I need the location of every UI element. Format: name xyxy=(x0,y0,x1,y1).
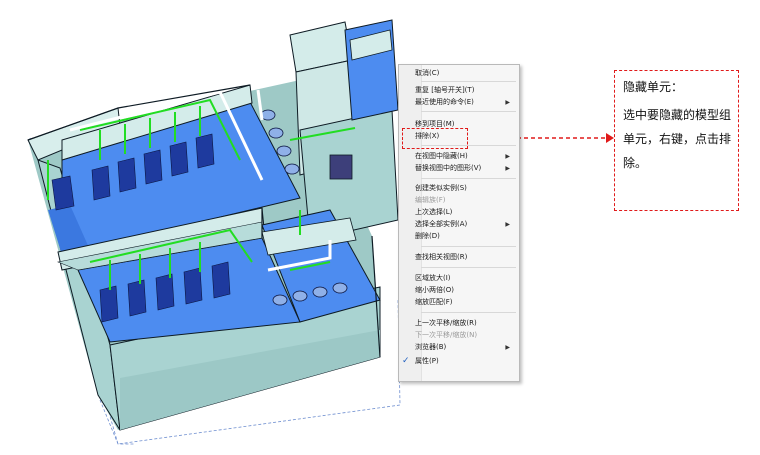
menu-item-select-all-instances[interactable]: 选择全部实例(A) ▶ xyxy=(415,219,515,230)
menu-item-label: 删除(D) xyxy=(415,232,440,240)
menu-item-label: 选择全部实例(A) xyxy=(415,220,468,228)
menu-item-label: 上次选择(L) xyxy=(415,208,453,216)
menu-item-last-selection[interactable]: 上次选择(L) xyxy=(415,207,515,218)
submenu-arrow-icon: ▶ xyxy=(505,165,510,172)
menu-item-exclude[interactable]: 排除(X) xyxy=(415,131,515,142)
menu-item-label: 缩放匹配(F) xyxy=(415,298,453,306)
menu-item-edit-family: 编辑族(F) xyxy=(415,195,515,206)
menu-item-label: 替换视图中的图形(V) xyxy=(415,164,482,172)
menu-separator xyxy=(421,267,516,268)
menu-item-delete[interactable]: 删除(D) xyxy=(415,231,515,242)
menu-item-zoom-to-fit[interactable]: 缩放匹配(F) xyxy=(415,297,515,308)
menu-item-previous-pan-zoom[interactable]: 上一次平移/缩放(R) xyxy=(415,318,515,329)
menu-item-browsers[interactable]: 浏览器(B) ▶ xyxy=(415,342,515,353)
context-menu-gutter xyxy=(399,65,422,381)
menu-item-label: 重复 [轴号开关](T) xyxy=(415,86,475,94)
submenu-arrow-icon: ▶ xyxy=(505,99,510,106)
menu-item-label: 浏览器(B) xyxy=(415,343,447,351)
menu-item-cancel[interactable]: 取消(C) xyxy=(415,68,515,79)
checkmark-icon: ✓ xyxy=(402,356,410,366)
menu-item-zoom-region[interactable]: 区域放大(I) xyxy=(415,273,515,284)
menu-item-zoom-out-2x[interactable]: 缩小两倍(O) xyxy=(415,285,515,296)
menu-item-label: 最近使用的命令(E) xyxy=(415,98,474,106)
menu-item-repeat[interactable]: 重复 [轴号开关](T) xyxy=(415,85,515,96)
menu-item-label: 排除(X) xyxy=(415,132,440,140)
menu-item-label: 缩小两倍(O) xyxy=(415,286,454,294)
menu-item-label: 上一次平移/缩放(R) xyxy=(415,319,477,327)
annotation-callout: 隐藏单元： 选中要隐藏的模型组单元，右键，点击排除。 xyxy=(614,70,739,211)
exclude-highlight-box xyxy=(402,128,468,149)
menu-item-label: 移到项目(M) xyxy=(415,120,455,128)
menu-separator xyxy=(421,178,516,179)
menu-item-properties[interactable]: ✓ 属性(P) xyxy=(402,356,515,367)
menu-item-recent-commands[interactable]: 最近使用的命令(E) ▶ xyxy=(415,97,515,108)
annotation-title: 隐藏单元： xyxy=(623,80,684,94)
menu-separator xyxy=(421,145,516,146)
menu-item-label: 取消(C) xyxy=(415,69,440,77)
menu-item-label: 下一次平移/缩放(N) xyxy=(415,331,478,339)
menu-item-label: 创建类似实例(S) xyxy=(415,184,467,192)
annotation-arrowhead xyxy=(606,133,614,143)
menu-item-create-similar[interactable]: 创建类似实例(S) xyxy=(415,183,515,194)
submenu-arrow-icon: ▶ xyxy=(505,221,510,228)
menu-item-move-to-project[interactable]: 移到项目(M) xyxy=(415,119,515,130)
submenu-arrow-icon: ▶ xyxy=(505,344,510,351)
menu-separator xyxy=(421,312,516,313)
menu-separator xyxy=(421,246,516,247)
menu-separator xyxy=(421,111,516,112)
menu-item-hide-in-view[interactable]: 在视图中隐藏(H) ▶ xyxy=(415,151,515,162)
submenu-arrow-icon: ▶ xyxy=(505,153,510,160)
menu-item-label: 查找相关视图(R) xyxy=(415,253,468,261)
context-menu: 取消(C) 重复 [轴号开关](T) 最近使用的命令(E) ▶ 移到项目(M) 排… xyxy=(398,64,520,382)
menu-separator xyxy=(421,81,516,82)
menu-item-next-pan-zoom: 下一次平移/缩放(N) xyxy=(415,330,515,341)
menu-item-label: 编辑族(F) xyxy=(415,196,446,204)
menu-item-override-graphics[interactable]: 替换视图中的图形(V) ▶ xyxy=(415,163,515,174)
annotation-body: 选中要隐藏的模型组单元，右键，点击排除。 xyxy=(623,108,732,170)
menu-item-label: 属性(P) xyxy=(415,357,439,365)
menu-item-label: 区域放大(I) xyxy=(415,274,451,282)
menu-item-find-referring-views[interactable]: 查找相关视图(R) xyxy=(415,252,515,263)
menu-item-label: 在视图中隐藏(H) xyxy=(415,152,468,160)
